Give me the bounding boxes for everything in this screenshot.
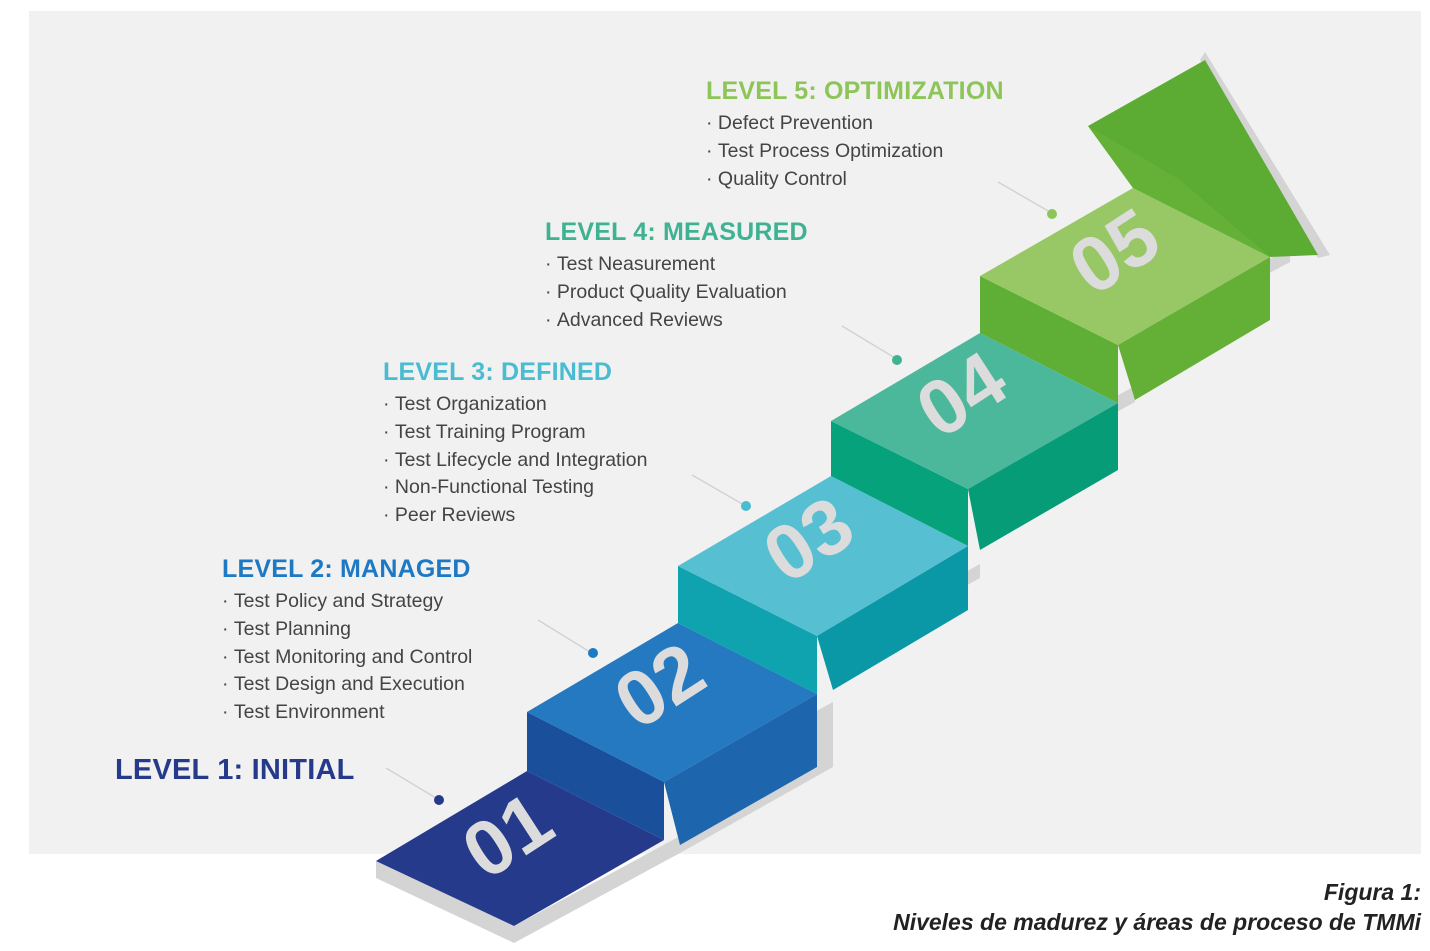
level-2-item: Test Design and Execution: [222, 671, 472, 699]
level-4-list: Test Neasurement Product Quality Evaluat…: [545, 251, 808, 334]
level-4-item: Product Quality Evaluation: [545, 279, 808, 307]
level-4-title: LEVEL 4: MEASURED: [545, 218, 808, 246]
level-3-block: LEVEL 3: DEFINED Test Organization Test …: [383, 358, 648, 530]
connector-dot-4: [892, 355, 902, 365]
level-5-item: Test Process Optimization: [706, 138, 1004, 166]
figure-caption: Figura 1: Niveles de madurez y áreas de …: [893, 877, 1421, 937]
step-02-top: [527, 623, 817, 782]
arrow-head-facet: [1088, 126, 1270, 257]
level-5-item: Quality Control: [706, 166, 1004, 194]
connector-line-1: [385, 767, 437, 799]
connector-line-2: [537, 619, 591, 653]
arrow-shadow: [1200, 52, 1330, 258]
level-2-item: Test Monitoring and Control: [222, 644, 472, 672]
level-5-title: LEVEL 5: OPTIMIZATION: [706, 77, 1004, 105]
level-2-title: LEVEL 2: MANAGED: [222, 555, 471, 583]
level-1-block: LEVEL 1: INITIAL: [115, 754, 355, 791]
level-4-item: Advanced Reviews: [545, 307, 808, 335]
level-2-item: Test Planning: [222, 616, 472, 644]
caption-label: Figura 1:: [1323, 879, 1421, 905]
connector-dot-5: [1047, 209, 1057, 219]
step-04-right: [968, 403, 1118, 550]
level-5-block: LEVEL 5: OPTIMIZATION Defect Prevention …: [706, 77, 1004, 193]
step-01-top: [376, 771, 664, 926]
step-05-riser: [980, 276, 1118, 403]
level-4-block: LEVEL 4: MEASURED Test Neasurement Produ…: [545, 218, 808, 334]
level-2-list: Test Policy and Strategy Test Planning T…: [222, 588, 472, 727]
connector-line-3: [691, 474, 745, 506]
level-4-item: Test Neasurement: [545, 251, 808, 279]
level-5-list: Defect Prevention Test Process Optimizat…: [706, 110, 1004, 193]
level-3-list: Test Organization Test Training Program …: [383, 391, 648, 530]
level-3-title: LEVEL 3: DEFINED: [383, 358, 613, 386]
level-3-item: Non-Functional Testing: [383, 474, 648, 502]
level-3-item: Test Organization: [383, 391, 648, 419]
step-03-riser: [678, 566, 817, 694]
step-03-right: [817, 546, 968, 690]
step-02-riser: [527, 712, 664, 840]
level-1-title: LEVEL 1: INITIAL: [115, 754, 355, 786]
step-05-right: [1118, 257, 1270, 400]
step-04-top: [831, 333, 1118, 489]
caption-text: Niveles de madurez y áreas de proceso de…: [893, 909, 1421, 935]
connector-dot-2: [588, 648, 598, 658]
level-5-item: Defect Prevention: [706, 110, 1004, 138]
connector-line-4: [841, 325, 896, 359]
connector-line-5: [997, 181, 1051, 213]
level-2-item: Test Policy and Strategy: [222, 588, 472, 616]
connector-dot-3: [741, 501, 751, 511]
connector-dot-1: [434, 795, 444, 805]
level-3-item: Test Training Program: [383, 419, 648, 447]
arrow-head: [1088, 60, 1318, 257]
level-3-item: Peer Reviews: [383, 502, 648, 530]
level-2-item: Test Environment: [222, 699, 472, 727]
step-01-shadow: [376, 836, 680, 943]
step-02-right: [664, 694, 817, 845]
step-03-top: [678, 476, 968, 636]
step-05-top: [980, 188, 1270, 345]
step-04-riser: [831, 421, 968, 546]
level-2-block: LEVEL 2: MANAGED Test Policy and Strateg…: [222, 555, 472, 727]
level-3-item: Test Lifecycle and Integration: [383, 447, 648, 475]
